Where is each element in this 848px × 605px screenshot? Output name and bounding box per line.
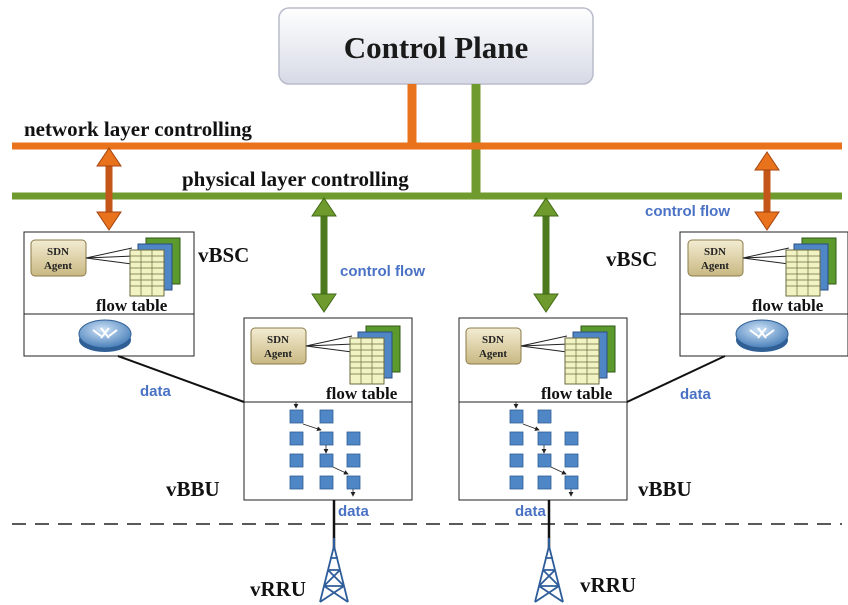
vrru-label-left: vRRU <box>250 577 306 601</box>
data-label-fronthaul-left: data <box>338 503 370 520</box>
flow-table-label-vbbu-left: flow table <box>326 384 398 403</box>
svg-text:Agent: Agent <box>701 260 729 272</box>
router-icon-left <box>78 319 132 353</box>
svg-text:Agent: Agent <box>264 348 292 360</box>
svg-text:SDN: SDN <box>704 246 726 258</box>
data-link-right <box>626 355 726 403</box>
vbbu-label-right: vBBU <box>638 477 692 501</box>
svg-text:SDN: SDN <box>47 246 69 258</box>
vbsc-label-right: vBSC <box>606 247 657 271</box>
flow-table-icon-right <box>785 237 837 297</box>
flow-table-icon-left <box>129 237 181 297</box>
vbbu-label-left: vBBU <box>166 477 220 501</box>
network-control-arrow-right <box>754 151 780 231</box>
router-icon-right <box>735 319 789 353</box>
data-link-left <box>117 355 245 403</box>
physical-control-arrow-right <box>533 197 559 313</box>
vbbu-right: SDN Agent flow table <box>458 317 628 501</box>
data-label-left: data <box>140 383 172 400</box>
data-label-right: data <box>680 386 712 403</box>
control-plane-title: Control Plane <box>344 30 529 65</box>
svg-text:SDN: SDN <box>482 334 504 346</box>
vbsc-right: SDN Agent flow table <box>679 231 848 357</box>
antenna-tower-icon-right <box>534 537 564 603</box>
flow-table-label-left: flow table <box>96 296 168 315</box>
physical-control-arrow-left <box>311 197 337 313</box>
vbsc-label-left: vBSC <box>198 243 249 267</box>
svg-text:SDN: SDN <box>267 334 289 346</box>
vbsc-left: SDN Agent flow table <box>23 231 195 357</box>
control-flow-label-right: control flow <box>645 203 730 220</box>
flow-table-icon-vbbu-right <box>564 325 616 385</box>
network-layer-label: network layer controlling <box>24 117 252 141</box>
processing-blocks-right <box>509 409 579 490</box>
vbbu-left: SDN Agent flow table <box>243 317 413 501</box>
sdn-agent-vbbu-right: SDN Agent <box>465 327 522 365</box>
vrru-label-right: vRRU <box>580 573 636 597</box>
control-plane: Control Plane <box>278 7 594 85</box>
flow-table-label-right: flow table <box>752 296 824 315</box>
antenna-tower-icon-left <box>319 537 349 603</box>
physical-layer-label: physical layer controlling <box>182 167 409 191</box>
network-control-arrow-left <box>96 147 122 231</box>
sdn-agent-right: SDN Agent <box>687 239 744 277</box>
sdn-agent-vbbu-left: SDN Agent <box>250 327 307 365</box>
processing-blocks-left <box>289 409 361 490</box>
flow-table-label-vbbu-right: flow table <box>541 384 613 403</box>
svg-text:Agent: Agent <box>479 348 507 360</box>
svg-text:Agent: Agent <box>44 260 72 272</box>
sdn-agent-left: SDN Agent <box>30 239 87 277</box>
data-label-fronthaul-right: data <box>515 503 547 520</box>
control-flow-label-left: control flow <box>340 263 425 280</box>
flow-table-icon-vbbu-left <box>349 325 401 385</box>
